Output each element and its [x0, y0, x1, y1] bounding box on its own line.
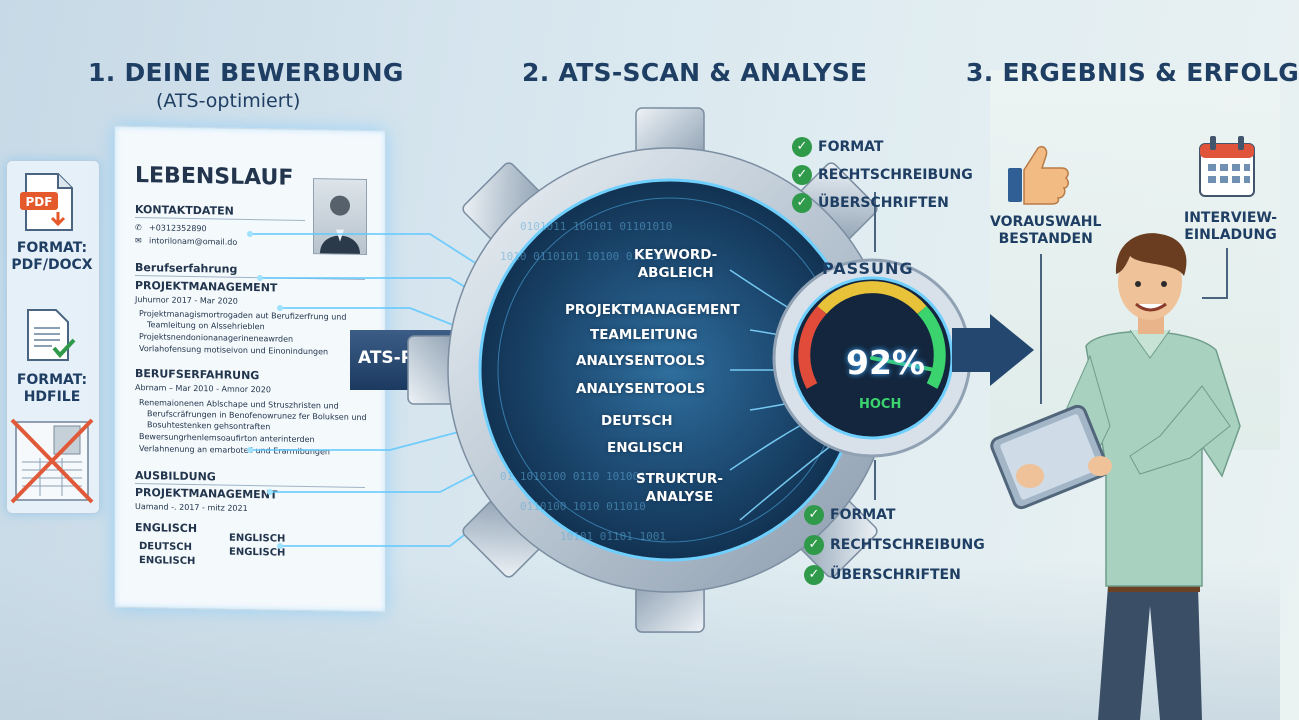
check-label: FORMAT — [830, 507, 896, 523]
check-circle-icon: ✓ — [804, 505, 824, 525]
check-item-format: ✓ FORMAT — [804, 505, 895, 525]
experience2-heading: BERUFSERFAHRUNG — [135, 366, 260, 383]
svg-text:0110100 1010 011010: 0110100 1010 011010 — [520, 500, 646, 513]
format2-label: FORMAT: HDFILE — [6, 372, 98, 406]
keyword-item: PROJEKTMANAGEMENT — [565, 302, 740, 318]
job1-date: Juhurnor 2017 - Mar 2020 — [135, 294, 238, 306]
pdf-badge-text: PDF — [26, 195, 53, 209]
format2-value: HDFILE — [23, 389, 81, 405]
education-date: Uamand -. 2017 - mitz 2021 — [135, 501, 248, 513]
thumbs-up-icon — [1008, 145, 1069, 205]
connector-line — [1040, 254, 1042, 404]
check-circle-icon: ✓ — [792, 193, 812, 213]
step1-title: 1. DEINE BEWERBUNG — [88, 58, 404, 87]
contact-phone: +0312352890 — [149, 223, 207, 234]
connector-line — [874, 460, 876, 500]
connector-line — [1226, 248, 1228, 298]
result-arrow — [952, 328, 992, 372]
check-item-spelling: ✓ RECHTSCHREIBUNG — [792, 165, 973, 185]
check-item-headings: ✓ ÜBERSCHRIFTEN — [804, 565, 961, 585]
mail-icon: ✉ — [135, 235, 142, 246]
preselection-line1: VORAUSWAHL — [990, 214, 1102, 230]
check-circle-icon: ✓ — [792, 137, 812, 157]
pdf-file-icon: PDF — [20, 173, 73, 231]
person-avatar-icon — [320, 195, 360, 254]
calendar-icon — [1199, 136, 1255, 197]
check-label: ÜBERSCHRIFTEN — [830, 567, 961, 583]
contact-heading: KONTAKTDATEN — [135, 202, 234, 218]
ats-scanner-gear: 0101011 100101 01101010 1010 0110101 101… — [407, 107, 933, 633]
phone-icon: ✆ — [135, 222, 142, 233]
svg-text:01 1010100 0110 101001: 01 1010100 0110 101001 — [500, 470, 646, 483]
keyword-item: DEUTSCH — [601, 413, 673, 429]
check-item-format: ✓ FORMAT — [792, 137, 883, 157]
language-item: ENGLISCH — [139, 555, 196, 568]
check-label: RECHTSCHREIBUNG — [830, 537, 985, 553]
format1-key: FORMAT: — [16, 240, 88, 256]
preselection-passed-label: VORAUSWAHL BESTANDEN — [990, 214, 1101, 248]
structure-analysis-label: STRUKTUR- ANALYSE — [636, 470, 723, 506]
resume-title: LEBENSLAUF — [135, 162, 294, 191]
preselection-line2: BESTANDEN — [998, 231, 1093, 247]
gauge-label: PASSUNG — [822, 259, 914, 278]
svg-text:10101 01101 1001: 10101 01101 1001 — [560, 530, 666, 543]
keyword-item: ENGLISCH — [607, 440, 684, 456]
keyword-item: ANALYSENTOOLS — [576, 353, 706, 369]
check-label: ÜBERSCHRIFTEN — [818, 195, 949, 211]
format1-value: PDF/DOCX — [11, 257, 93, 273]
interview-line2: EINLADUNG — [1184, 227, 1277, 243]
step3-title: 3. ERGEBNIS & ERFOLG — [966, 58, 1299, 87]
check-circle-icon: ✓ — [792, 165, 812, 185]
keyword-item: TEAMLEITUNG — [590, 327, 698, 343]
education-heading: AUSBILDUNG — [135, 468, 216, 484]
check-label: FORMAT — [818, 139, 884, 155]
gauge-rating: HOCH — [859, 397, 902, 412]
step2-title: 2. ATS-SCAN & ANALYSE — [522, 58, 868, 87]
contact-email: intorilonam@omail.do — [149, 236, 238, 247]
check-circle-icon: ✓ — [804, 565, 824, 585]
step1-subtitle: (ATS-optimiert) — [156, 90, 301, 112]
gauge-percent: 92% — [846, 343, 925, 382]
connector-line — [1202, 297, 1228, 299]
rejected-image-resume-icon — [10, 418, 94, 504]
profile-photo — [313, 178, 367, 256]
connector-line — [874, 192, 876, 252]
check-circle-icon: ✓ — [804, 535, 824, 555]
format1-label: FORMAT: PDF/DOCX — [6, 240, 98, 274]
keyword-item: ANALYSENTOOLS — [576, 381, 706, 397]
keyword-match-label: KEYWORD- ABGLEICH — [634, 246, 717, 282]
svg-text:0101011 100101 01101010: 0101011 100101 01101010 — [520, 220, 672, 233]
keyword-match-line2: ABGLEICH — [637, 265, 714, 281]
job1-bullet1-cont: Teamleitung on Alssehrieblen — [147, 320, 265, 332]
result-arrow-head — [990, 314, 1034, 386]
check-label: RECHTSCHREIBUNG — [818, 167, 973, 183]
keyword-match-line1: KEYWORD- — [634, 247, 718, 263]
happy-person-illustration — [990, 233, 1241, 720]
match-gauge — [772, 258, 972, 458]
language-item: DEUTSCH — [139, 541, 192, 553]
format2-key: FORMAT: — [16, 372, 88, 388]
structure-analysis-line2: ANALYSE — [645, 489, 714, 505]
structure-analysis-line1: STRUKTUR- — [636, 471, 723, 487]
language-heading: ENGLISCH — [135, 520, 198, 536]
svg-text:1010 0110101 10100 011010: 1010 0110101 10100 011010 — [500, 250, 666, 263]
check-item-spelling: ✓ RECHTSCHREIBUNG — [804, 535, 985, 555]
interview-line1: INTERVIEW- — [1184, 210, 1278, 226]
document-check-icon — [27, 309, 76, 361]
resume-document: LEBENSLAUF KONTAKTDATEN ✆ +0312352890 ✉ … — [114, 125, 386, 613]
interview-invitation-label: INTERVIEW- EINLADUNG — [1184, 210, 1277, 244]
experience-heading: Berufserfahrung — [135, 260, 238, 276]
check-item-headings: ✓ ÜBERSCHRIFTEN — [792, 193, 949, 213]
